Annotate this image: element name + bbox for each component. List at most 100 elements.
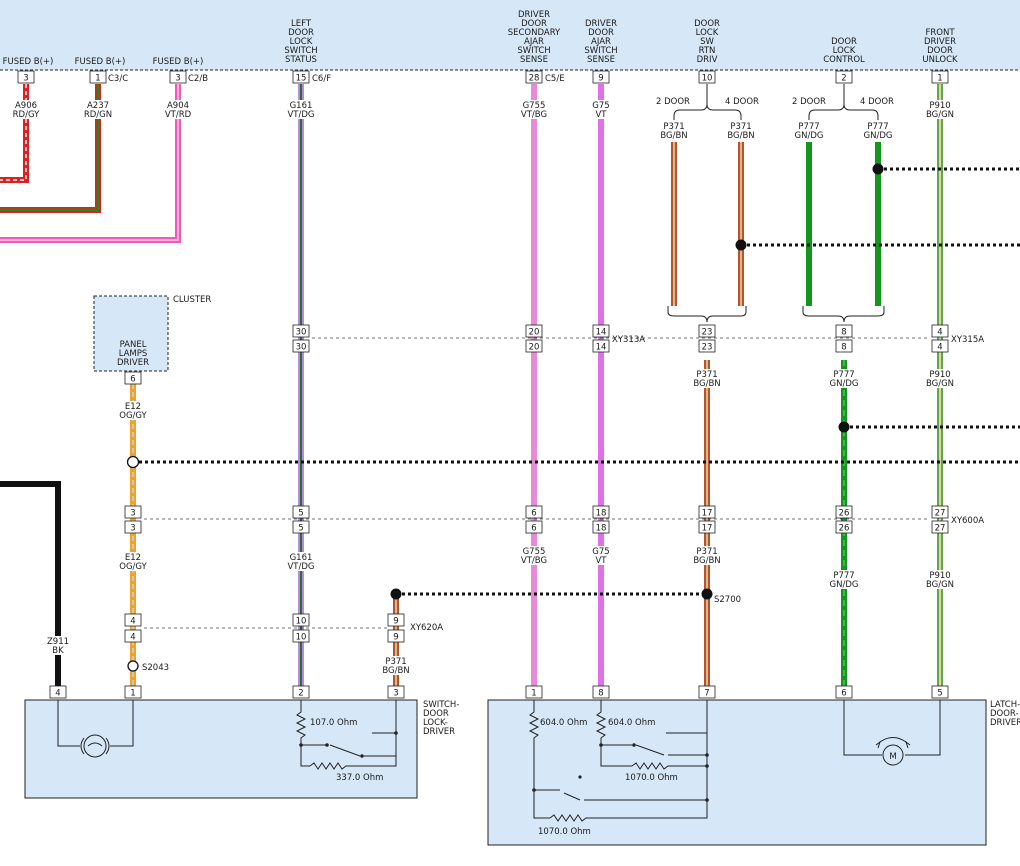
wire-code: P371 [663,122,684,132]
header-label-driver-door-secondary-ajar: DRIVER DOOR SECONDARY AJAR SWITCH SENSE [508,10,561,65]
wire-color: BG/GN [926,379,954,389]
svg-text:DOOR: DOOR [423,709,449,719]
wire-color: BG/GN [926,110,954,120]
wire-code: P910 [929,370,950,380]
wire-color: VT [595,556,607,566]
branch-2door-label: 2 DOOR [656,97,690,107]
pin-number: 4 [55,689,60,699]
splice-s2700-label: S2700 [714,595,741,605]
pin-number: 30 [296,328,307,338]
svg-text:DOOR: DOOR [521,19,547,29]
wire-color: GN/DG [830,580,859,590]
splice-dot [390,588,402,600]
pin-number: 4 [937,328,942,338]
pin-box: 1 [124,685,142,699]
pin-number: 1 [130,689,135,699]
wire-code: A906 [15,101,37,111]
pin-number: 3 [393,689,398,699]
pin-number: 10 [702,74,713,84]
wire-code: P777 [798,122,819,132]
pin-box: 18 [592,520,610,534]
pin-number: 14 [596,343,607,353]
pin-number: 5 [298,509,303,519]
pin-number: 18 [596,509,607,519]
switch-door-lock-driver-label: SWITCH- DOOR LOCK- DRIVER [423,700,459,737]
wire-code: P910 [929,101,950,111]
wires [0,84,1020,688]
latch-door-driver-box [487,699,987,846]
splice-s2043-label: S2043 [142,663,169,673]
svg-text:SW: SW [700,37,714,47]
pin-number: 20 [529,328,540,338]
header-labels: FUSED B(+) FUSED B(+) FUSED B(+) LEFT DO… [3,10,958,67]
wire-code: P371 [730,122,751,132]
pin-box: 15 [292,70,310,84]
header-label-front-driver-door-unlock: FRONT DRIVER DOOR UNLOCK [922,28,958,65]
svg-text:AJAR: AJAR [591,37,611,47]
splice-s2043-dot [127,660,139,672]
pin-number: 4 [130,633,135,643]
cluster-name: CLUSTER [173,295,211,305]
pin-number: 27 [935,524,946,534]
splice-dot [838,421,850,433]
wire-code: A237 [87,101,109,111]
svg-text:DRIVER: DRIVER [924,37,956,47]
splice-s2700-dot [701,588,713,600]
pin-number: 5 [298,524,303,534]
pin-number: 10 [296,617,307,627]
pin-box: 6 [835,685,853,699]
wire-color: BG/BN [693,379,720,389]
splice-open-dot [126,455,140,469]
pin-number: 14 [596,328,607,338]
wire-color: RD/GY [13,110,40,120]
cluster-box: CLUSTER PANEL LAMPS DRIVER [93,295,211,372]
pin-number: 1 [531,689,536,699]
wire-code: G75 [592,547,609,557]
splice-dot [735,239,747,251]
svg-text:CONTROL: CONTROL [823,55,865,65]
wire-color: VT/DG [287,562,314,572]
wire-code: G161 [290,101,313,111]
pin-box: 17 [698,505,716,519]
pin-box: 10 [292,629,310,643]
svg-text:DRIV: DRIV [697,55,718,65]
wire-code: G755 [523,101,546,111]
wire-code: P371 [696,547,717,557]
wire-color: VT [595,110,607,120]
connector-label: C3/C [108,74,128,84]
pin-number: 6 [841,689,846,699]
pin-box: 6 [525,520,543,534]
pin-box: 18 [592,505,610,519]
pin-box: 8 [592,685,610,699]
svg-text:SECONDARY: SECONDARY [508,28,561,38]
connector-xy315a-label: XY315A [951,335,984,345]
switch-door-lock-driver-box [24,699,418,799]
pin-box: 4 [931,339,949,353]
pin-number: 4 [130,617,135,627]
pin-number: 26 [839,509,850,519]
latch-internal-circuit [528,700,941,822]
pin-number: 27 [935,509,946,519]
pin-box: 4 [931,324,949,338]
wire-color: GN/DG [830,379,859,389]
wire-color: BG/GN [926,580,954,590]
pin-number: 17 [702,524,713,534]
pin-box: 10 [292,613,310,627]
pin-box: 1 [525,685,543,699]
svg-text:DRIVER: DRIVER [990,718,1020,728]
svg-text:LOCK-: LOCK- [423,718,448,728]
pin-box: 6 [124,371,142,385]
pin-number: 9 [598,74,603,84]
svg-text:FRONT: FRONT [925,28,955,38]
latch-r3-label: 1070.0 Ohm [625,773,678,783]
wire-color: VT/RD [165,110,192,120]
svg-text:DOOR: DOOR [588,28,614,38]
